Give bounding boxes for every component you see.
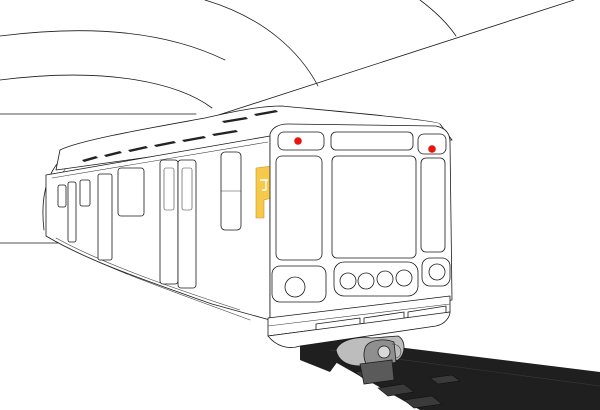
headlight-3 (376, 270, 394, 288)
marker-light-left (294, 137, 302, 145)
door-window-left (163, 167, 175, 211)
roof-vents (82, 110, 278, 162)
door-near-right (177, 159, 197, 289)
ceiling-arc-left (0, 30, 226, 61)
door-far (67, 181, 77, 243)
subway-train (45, 105, 453, 348)
headlight-4 (395, 269, 413, 287)
side-window-2 (79, 179, 91, 207)
window-lock-sign (255, 165, 273, 219)
headlight-cluster (333, 261, 419, 297)
marker-light-housing-right (417, 133, 447, 155)
side-belt-top (51, 141, 269, 179)
coupler-pin (377, 345, 391, 359)
door-near-left (159, 159, 179, 285)
headlight-1 (339, 272, 357, 290)
marker-lights (277, 131, 447, 155)
headlight-left (284, 276, 306, 298)
train-roof (55, 105, 453, 171)
door-window-right (181, 167, 193, 211)
undercarriage-coupler (335, 335, 405, 385)
door-mid-left (97, 173, 113, 261)
side-window-3 (117, 167, 145, 217)
headlight-2 (357, 272, 375, 290)
destination-sign (330, 131, 414, 151)
coupler-mount (359, 359, 395, 385)
side-windows (57, 151, 242, 231)
ceiling-arc-lower (0, 74, 213, 109)
front-window-left (275, 155, 323, 261)
front-window-center (331, 155, 417, 259)
marker-light-right (428, 145, 436, 153)
headlight-right (428, 263, 446, 281)
front-skirt (267, 311, 451, 348)
ceiling-arc-mid (204, 0, 319, 87)
coupler-ring (391, 343, 402, 359)
vault-edge (199, 0, 575, 122)
side-window-1 (57, 184, 67, 208)
side-skirt (59, 243, 251, 321)
side-doors (67, 159, 197, 289)
front-window-right (420, 157, 446, 253)
side-belt-bottom (55, 237, 241, 311)
bumper-rib (267, 303, 451, 327)
tunnel-structure (0, 0, 575, 244)
ceiling-arc-right (419, 0, 457, 37)
